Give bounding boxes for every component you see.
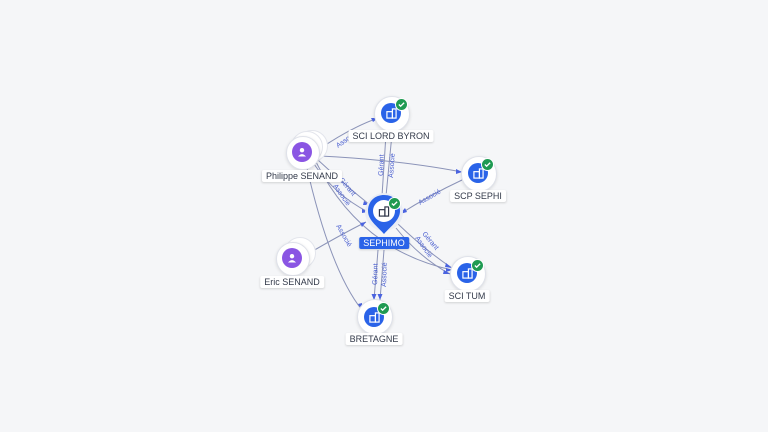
edge-center-lord-byron-b <box>385 133 393 197</box>
edge-label: Associé <box>418 188 443 206</box>
verified-check-icon <box>481 158 494 171</box>
node-label-selected: SEPHIMO <box>359 237 409 249</box>
edge-philippe-bretagne <box>305 163 363 311</box>
arrowhead <box>446 268 452 272</box>
building-icon <box>376 205 392 218</box>
edge-label: Associé <box>381 262 389 287</box>
node-label: SCI TUM <box>444 290 490 302</box>
node-label: Eric SENAND <box>260 276 324 288</box>
node-label: SCI LORD BYRON <box>348 130 434 142</box>
edge-label: Associé <box>334 224 352 249</box>
node-label: Philippe SENAND <box>261 170 343 182</box>
node-label: SCP SEPHI <box>450 190 506 202</box>
person-icon <box>292 142 312 162</box>
edge-label: Gérant <box>378 154 386 176</box>
edge-center-bretagne-a <box>373 249 379 301</box>
verified-check-icon <box>377 302 390 315</box>
person-icon <box>282 248 302 268</box>
edge-label: Associé <box>388 153 397 178</box>
arrowhead <box>377 294 383 300</box>
verified-check-icon <box>471 259 484 272</box>
edge-center-lord-byron-a <box>381 133 387 197</box>
edge-philippe-center-b <box>313 163 369 213</box>
arrowhead <box>443 270 450 274</box>
arrowhead <box>456 169 462 174</box>
edge-label: Gérant <box>372 263 380 285</box>
verified-check-icon <box>395 98 408 111</box>
verified-check-icon <box>388 197 401 210</box>
arrowhead <box>360 222 366 227</box>
edge-philippe-center-a <box>317 159 371 206</box>
edge-labels: Associé Gérant Associé Gérant Associé As… <box>331 130 442 287</box>
edge-philippe-sephi <box>319 155 463 173</box>
edge-center-bretagne-b <box>379 249 385 301</box>
node-label: BRETAGNE <box>345 333 403 345</box>
arrowhead <box>371 294 377 300</box>
